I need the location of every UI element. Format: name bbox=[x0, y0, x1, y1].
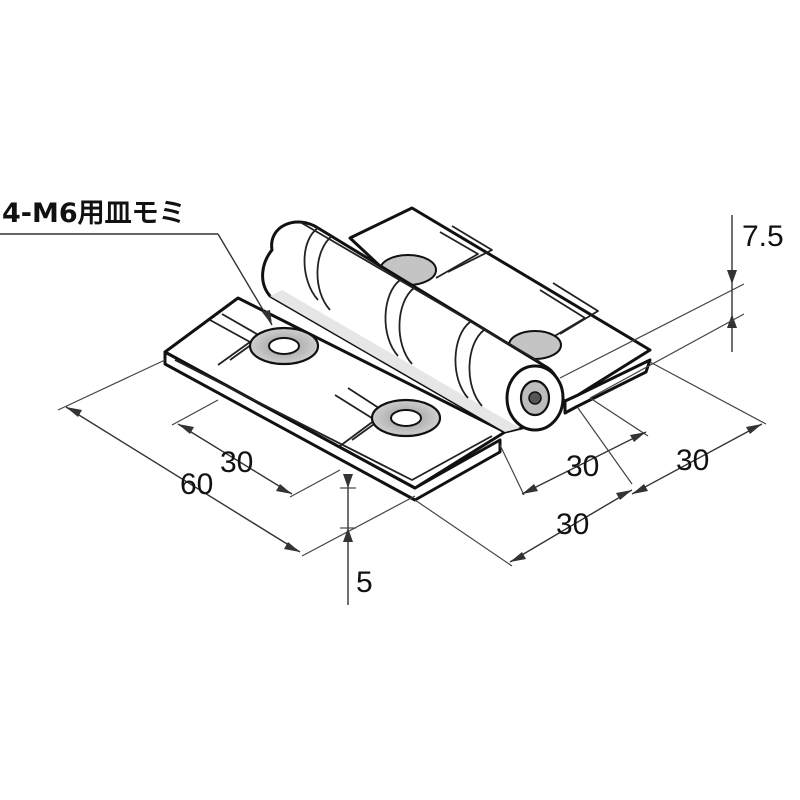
dim-overall-width-label: 60 bbox=[180, 468, 213, 501]
dim-overall-width: 60 bbox=[57, 359, 416, 557]
left-leaf-hole-front bbox=[370, 398, 442, 438]
dim-right-hole-spacing-label: 30 bbox=[566, 450, 599, 483]
hole-callout: 4-M6用皿モミ bbox=[0, 198, 273, 326]
dim-right-leaf-width-label: 30 bbox=[676, 444, 709, 477]
dim-left-hole-spacing: 30 bbox=[171, 399, 341, 498]
dim-knuckle-offset-label: 7.5 bbox=[742, 220, 784, 253]
dim-right-leaf-offset: 30 bbox=[414, 407, 633, 567]
dim-left-hole-spacing-label: 30 bbox=[220, 446, 253, 479]
hinge-knuckle bbox=[261, 220, 565, 434]
callout-label: 4-M6用皿モミ bbox=[2, 198, 186, 229]
dim-right-leaf-offset-label: 30 bbox=[556, 508, 589, 541]
dim-knuckle-offset: 7.5 bbox=[559, 215, 784, 399]
dim-leaf-thickness-label: 5 bbox=[356, 566, 373, 599]
left-leaf-hole-back bbox=[248, 326, 320, 366]
dim-right-hole-spacing: 30 bbox=[499, 397, 649, 496]
dim-right-leaf-width: 30 bbox=[631, 361, 767, 495]
dim-leaf-thickness: 5 bbox=[340, 474, 373, 605]
